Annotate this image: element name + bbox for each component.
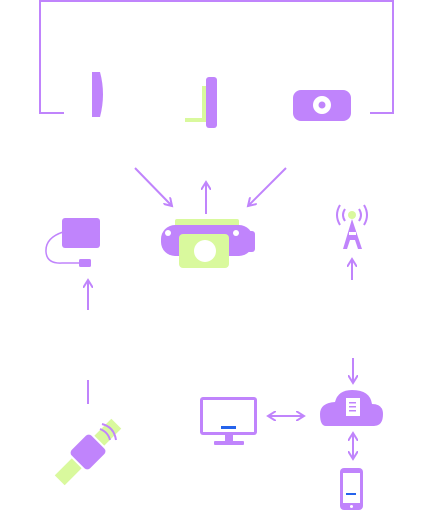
hub-camera-icon xyxy=(161,219,255,268)
room-frame xyxy=(39,0,394,114)
desktop-monitor-icon xyxy=(200,397,257,445)
radio-tower-icon xyxy=(336,204,368,249)
smartphone-icon xyxy=(340,468,363,510)
satellite-icon xyxy=(54,418,122,486)
side-sensor-icon xyxy=(185,77,217,128)
side-sensor-icon xyxy=(92,72,103,117)
cloud-server-icon xyxy=(320,390,383,426)
camera-module-icon xyxy=(293,90,351,121)
gps-receiver-icon xyxy=(45,218,100,267)
arrow-right-to-hub xyxy=(248,167,287,206)
arrow-left-to-hub xyxy=(134,167,172,206)
